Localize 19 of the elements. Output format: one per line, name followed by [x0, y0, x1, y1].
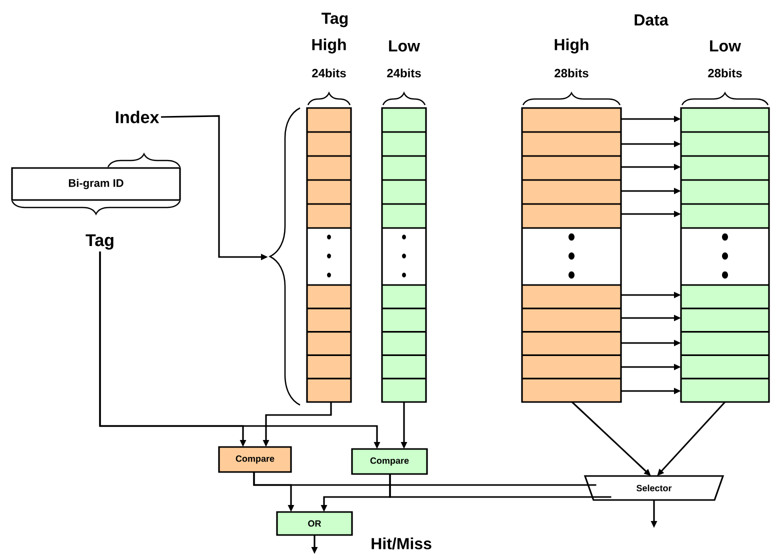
column-heading: High [312, 38, 346, 54]
or-gate-box: OR [276, 511, 353, 536]
group-heading: Tag [322, 12, 348, 28]
id-field: Bi-gram ID [11, 167, 181, 201]
connector-line [253, 472, 596, 486]
bit-width: 24bits [387, 68, 421, 78]
column-heading: Low [389, 40, 420, 52]
column-heading: High [554, 38, 588, 54]
group-heading: Data [634, 14, 668, 26]
output-label: Hit/Miss [372, 538, 432, 550]
field-label: Index [116, 110, 160, 124]
field-label: Tag [86, 234, 114, 250]
compare-box: Compare [218, 446, 292, 473]
compare-box: Compare [351, 448, 428, 475]
bit-width: 28bits [708, 68, 742, 78]
connector-line [389, 474, 612, 498]
bit-width: 24bits [312, 68, 346, 78]
bit-width: 28bits [554, 68, 588, 78]
column-heading: Low [710, 40, 742, 52]
